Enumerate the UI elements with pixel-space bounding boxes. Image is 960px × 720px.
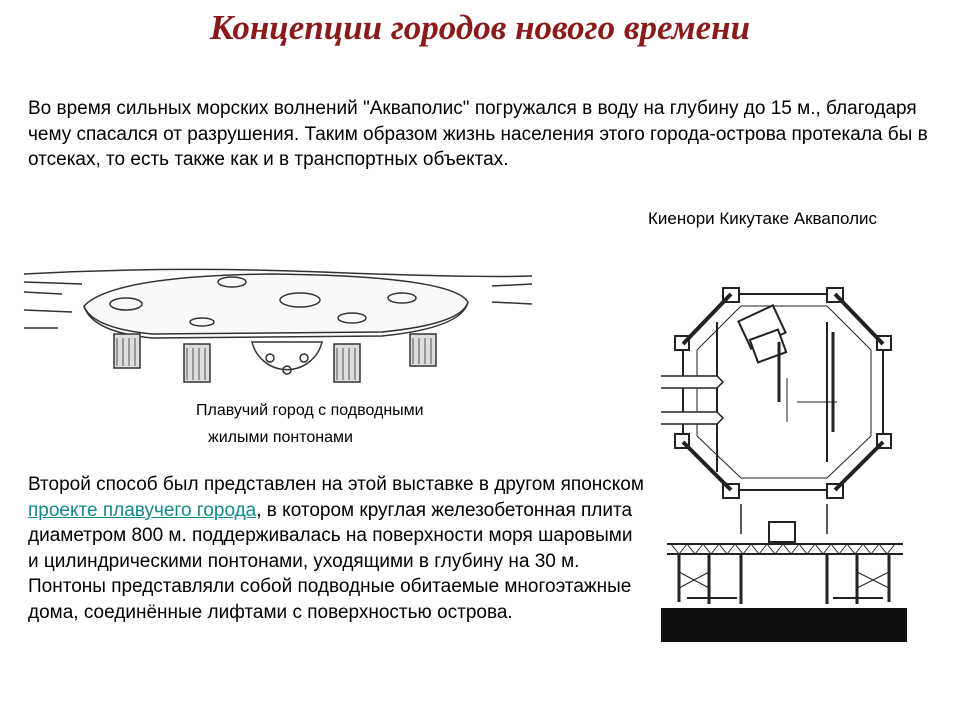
caption-line-2: жилыми понтонами xyxy=(208,429,353,446)
aquapolis-plan-illustration xyxy=(661,287,907,642)
floating-city-caption: Плавучий город с подводными жилыми понто… xyxy=(196,397,424,451)
intro-paragraph: Во время сильных морских волнений "Аквап… xyxy=(28,98,928,170)
floating-city-illustration xyxy=(23,268,533,383)
para2-text-after: , в котором круглая железобетонная плита… xyxy=(28,499,633,623)
floating-city-project-link[interactable]: проекте плавучего города xyxy=(28,499,257,521)
slide-title: Концепции городов нового времени xyxy=(209,8,751,47)
aquapolis-caption: Киенори Кикутаке Акваполис xyxy=(648,209,878,228)
second-method-paragraph: Второй способ был представлен на этой вы… xyxy=(28,472,648,625)
caption-line-1: Плавучий город с подводными xyxy=(196,402,424,419)
para2-text-before: Второй способ был представлен на этой вы… xyxy=(28,474,644,495)
